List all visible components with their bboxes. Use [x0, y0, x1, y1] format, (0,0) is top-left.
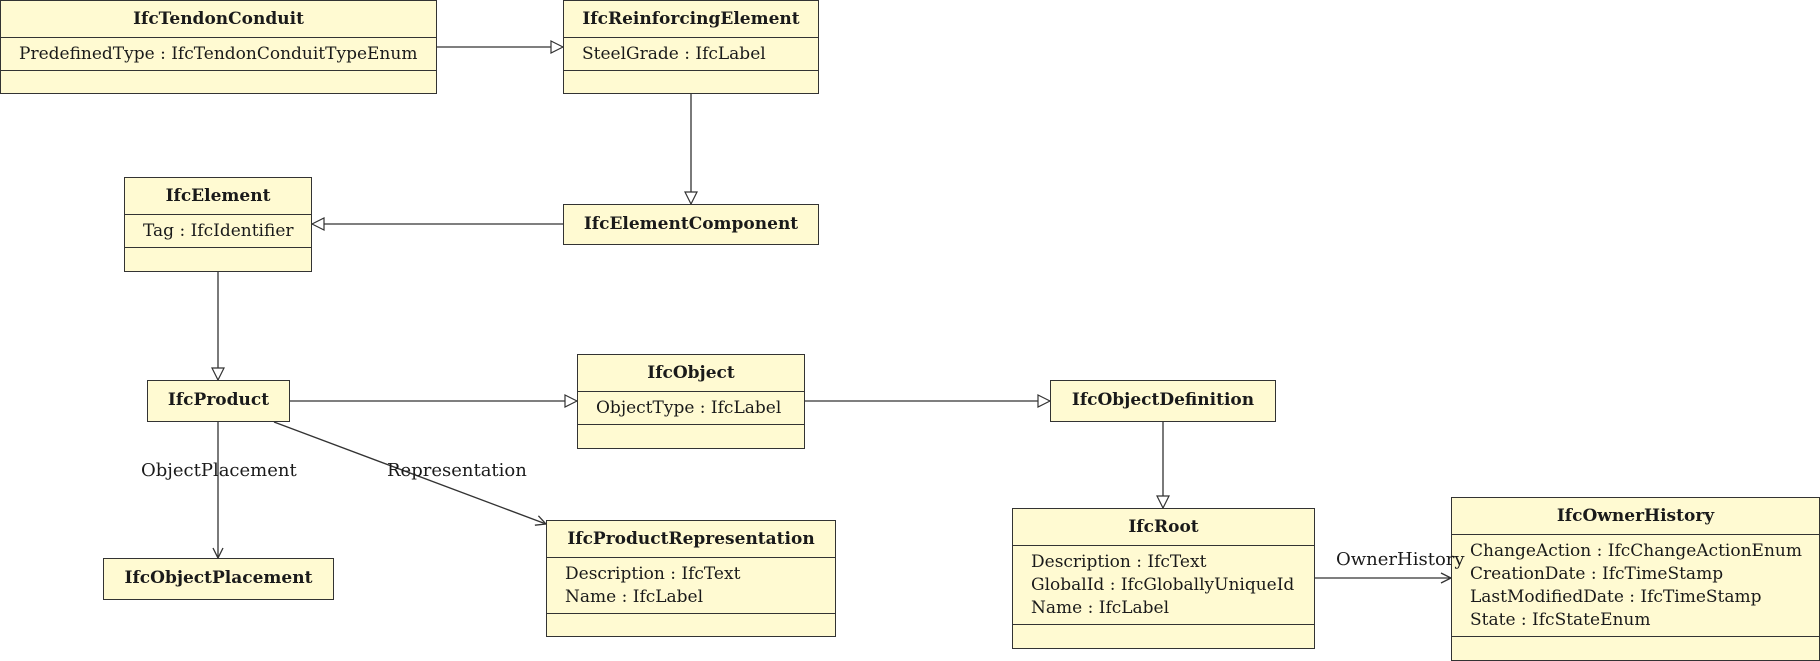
class-name: IfcTendonConduit — [133, 9, 304, 29]
class-attributes: ObjectType : IfcLabel — [578, 391, 804, 424]
attribute: Name : IfcLabel — [565, 587, 704, 607]
attribute: Description : IfcText — [565, 564, 741, 584]
class-attributes: Description : IfcText GlobalId : IfcGlob… — [1013, 545, 1314, 624]
class-ifc-object-placement[interactable]: IfcObjectPlacement — [103, 558, 334, 600]
association-label-object-placement: ObjectPlacement — [141, 460, 297, 481]
class-attributes: SteelGrade : IfcLabel — [564, 37, 818, 70]
class-ifc-element[interactable]: IfcElement Tag : IfcIdentifier — [124, 177, 312, 272]
class-name: IfcOwnerHistory — [1556, 506, 1715, 526]
class-name: IfcObject — [647, 363, 735, 383]
class-operations — [1013, 624, 1314, 642]
class-operations — [125, 247, 311, 265]
class-name: IfcElement — [165, 186, 271, 206]
class-ifc-product[interactable]: IfcProduct — [147, 380, 290, 422]
class-ifc-root[interactable]: IfcRoot Description : IfcText GlobalId :… — [1012, 508, 1315, 649]
class-ifc-object[interactable]: IfcObject ObjectType : IfcLabel — [577, 354, 805, 449]
attribute: Name : IfcLabel — [1031, 598, 1170, 618]
attribute: CreationDate : IfcTimeStamp — [1470, 564, 1724, 584]
attribute: SteelGrade : IfcLabel — [582, 44, 766, 64]
class-name: IfcObjectDefinition — [1071, 390, 1255, 410]
class-attributes: Tag : IfcIdentifier — [125, 214, 311, 247]
class-ifc-object-definition[interactable]: IfcObjectDefinition — [1050, 380, 1276, 422]
class-attributes: Description : IfcText Name : IfcLabel — [547, 557, 835, 613]
attribute: Tag : IfcIdentifier — [143, 221, 294, 241]
class-ifc-tendon-conduit[interactable]: IfcTendonConduit PredefinedType : IfcTen… — [0, 0, 437, 94]
class-name: IfcElementComponent — [583, 214, 799, 234]
class-operations — [1, 70, 436, 88]
class-attributes: ChangeAction : IfcChangeActionEnum Creat… — [1452, 534, 1819, 636]
class-name: IfcProduct — [167, 390, 270, 410]
class-name: IfcProductRepresentation — [567, 529, 815, 549]
class-operations — [1452, 636, 1819, 654]
class-name: IfcReinforcingElement — [582, 9, 800, 29]
class-operations — [564, 70, 818, 88]
class-name: IfcObjectPlacement — [124, 568, 313, 588]
class-ifc-owner-history[interactable]: IfcOwnerHistory ChangeAction : IfcChange… — [1451, 497, 1820, 661]
attribute: LastModifiedDate : IfcTimeStamp — [1470, 587, 1762, 607]
association-representation — [273, 421, 548, 526]
association-label-representation: Representation — [387, 460, 527, 481]
attribute: ObjectType : IfcLabel — [596, 398, 782, 418]
class-ifc-product-representation[interactable]: IfcProductRepresentation Description : I… — [546, 520, 836, 637]
class-ifc-reinforcing-element[interactable]: IfcReinforcingElement SteelGrade : IfcLa… — [563, 0, 819, 94]
attribute: Description : IfcText — [1031, 552, 1207, 572]
class-ifc-element-component[interactable]: IfcElementComponent — [563, 204, 819, 245]
class-attributes: PredefinedType : IfcTendonConduitTypeEnu… — [1, 37, 436, 70]
class-operations — [578, 424, 804, 442]
attribute: GlobalId : IfcGloballyUniqueId — [1031, 575, 1295, 595]
class-name: IfcRoot — [1128, 517, 1199, 537]
attribute: PredefinedType : IfcTendonConduitTypeEnu… — [19, 44, 418, 64]
attribute: State : IfcStateEnum — [1470, 610, 1651, 630]
association-label-owner-history: OwnerHistory — [1336, 549, 1465, 570]
class-operations — [547, 613, 835, 631]
attribute: ChangeAction : IfcChangeActionEnum — [1470, 541, 1802, 561]
